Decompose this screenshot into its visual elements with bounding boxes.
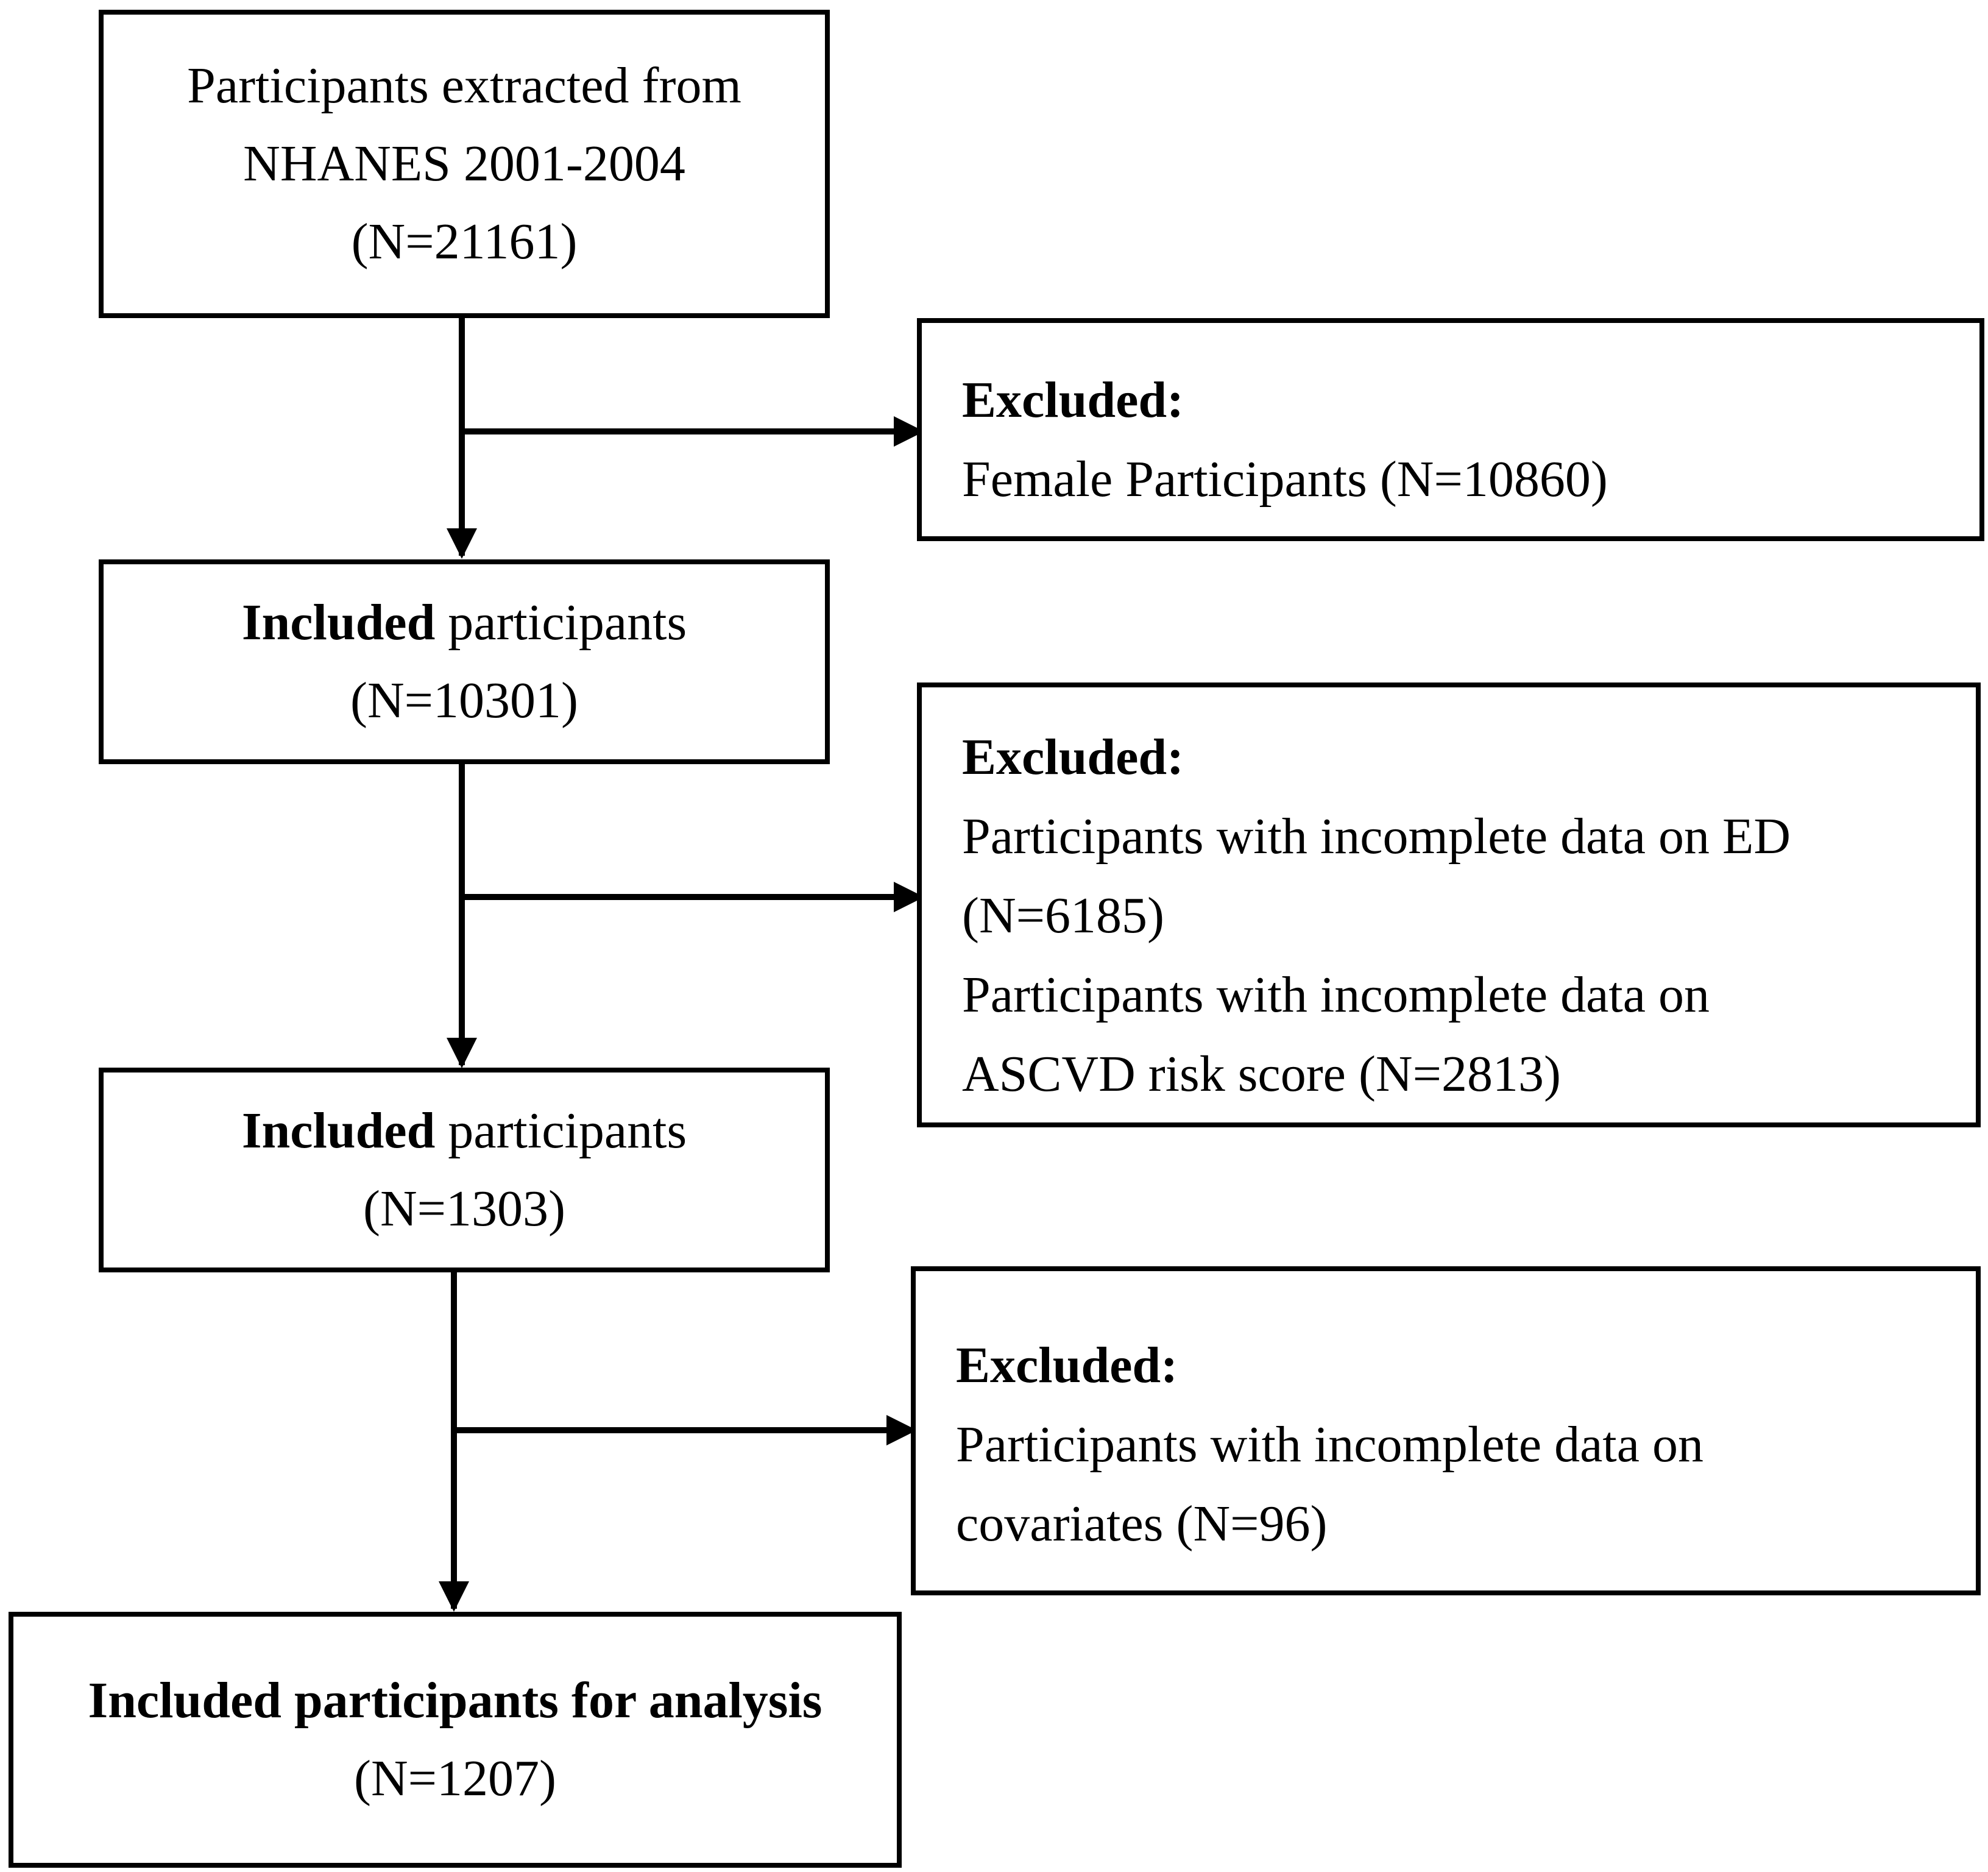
excluded3-line-2: covariates (N=96)	[956, 1495, 1328, 1552]
included2-rest: participants	[435, 1102, 687, 1159]
start-line-2: NHANES 2001-2004	[243, 135, 685, 192]
excluded1-line-1: Female Participants (N=10860)	[962, 451, 1608, 508]
included2-bold: Included	[241, 1102, 436, 1159]
excluded2-line-3: Participants with incomplete data on	[962, 966, 1710, 1023]
excluded-box-3: Excluded: Participants with incomplete d…	[911, 1266, 1981, 1595]
included1-bold: Included	[241, 594, 436, 651]
final-title: Included participants for analysis	[88, 1672, 822, 1729]
excluded-box-1: Excluded: Female Participants (N=10860)	[917, 318, 1984, 541]
excluded2-line-2: (N=6185)	[962, 887, 1164, 944]
final-count: (N=1207)	[354, 1750, 556, 1807]
excluded2-line-4: ASCVD risk score (N=2813)	[962, 1046, 1561, 1102]
included1-count: (N=10301)	[350, 672, 578, 729]
excluded2-line-1: Participants with incomplete data on ED	[962, 808, 1791, 865]
excluded-heading-3: Excluded:	[956, 1337, 1178, 1394]
included1-rest: participants	[435, 594, 687, 651]
included-box-1: Included participants (N=10301)	[99, 559, 830, 764]
included1-label: Included participants	[242, 584, 687, 662]
excluded3-line-1: Participants with incomplete data on	[956, 1416, 1704, 1473]
excluded-heading-1: Excluded:	[962, 372, 1184, 428]
excluded-box-2: Excluded: Participants with incomplete d…	[917, 682, 1981, 1127]
final-box: Included participants for analysis (N=12…	[9, 1612, 902, 1868]
excluded-heading-2: Excluded:	[962, 729, 1184, 785]
start-count: (N=21161)	[351, 213, 578, 270]
included-box-2: Included participants (N=1303)	[99, 1068, 830, 1272]
included2-count: (N=1303)	[363, 1180, 565, 1237]
start-line-1: Participants extracted from	[187, 57, 741, 114]
start-box: Participants extracted from NHANES 2001-…	[99, 10, 830, 318]
included2-label: Included participants	[242, 1092, 687, 1170]
